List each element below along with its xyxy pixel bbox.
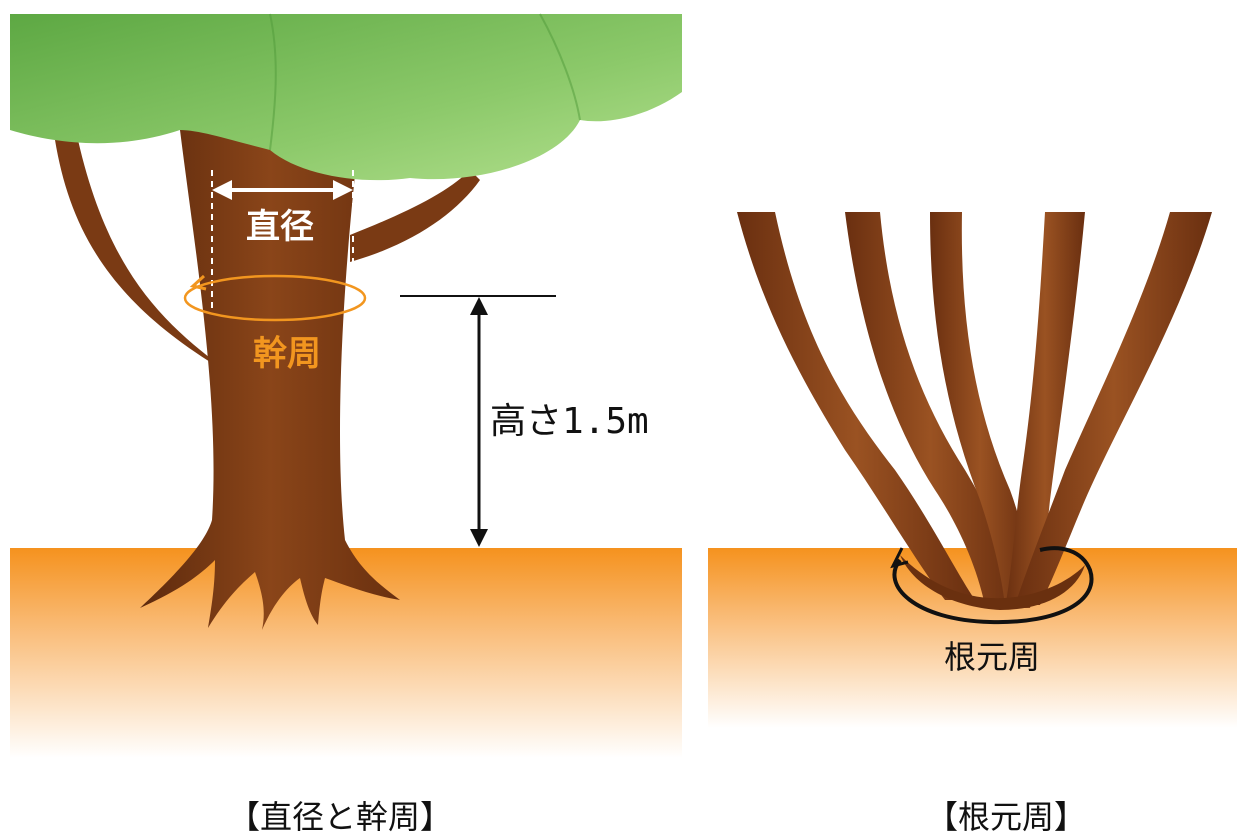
stem-2 bbox=[845, 212, 1015, 605]
diameter-label: 直径 bbox=[246, 207, 314, 247]
trunk bbox=[140, 130, 400, 630]
ground-right bbox=[708, 548, 1237, 728]
right-panel: 根元周 bbox=[708, 212, 1237, 728]
girth-arrow-icon bbox=[189, 274, 207, 291]
left-caption: 【直径と幹周】 bbox=[228, 798, 453, 836]
left-branch bbox=[55, 140, 240, 380]
canopy-fold bbox=[269, 13, 277, 151]
canopy-fold-2 bbox=[539, 13, 581, 121]
height-label: 高さ1.5m bbox=[490, 401, 649, 442]
canopy bbox=[10, 14, 682, 181]
stem-1 bbox=[737, 212, 975, 600]
stem-4 bbox=[1005, 212, 1085, 608]
root-girth-ring bbox=[892, 546, 1094, 625]
stem-3 bbox=[930, 212, 1030, 605]
girth-ring bbox=[183, 274, 367, 322]
root-girth-arrow-icon bbox=[890, 547, 909, 569]
right-branch bbox=[350, 170, 480, 262]
left-panel: 直径 幹周 高さ1.5m bbox=[10, 13, 682, 758]
right-caption: 【根元周】 bbox=[926, 798, 1087, 836]
stem-base bbox=[900, 555, 1085, 610]
stem-5 bbox=[1015, 212, 1212, 605]
girth-label: 幹周 bbox=[253, 334, 321, 374]
root-girth-label: 根元周 bbox=[944, 638, 1040, 676]
